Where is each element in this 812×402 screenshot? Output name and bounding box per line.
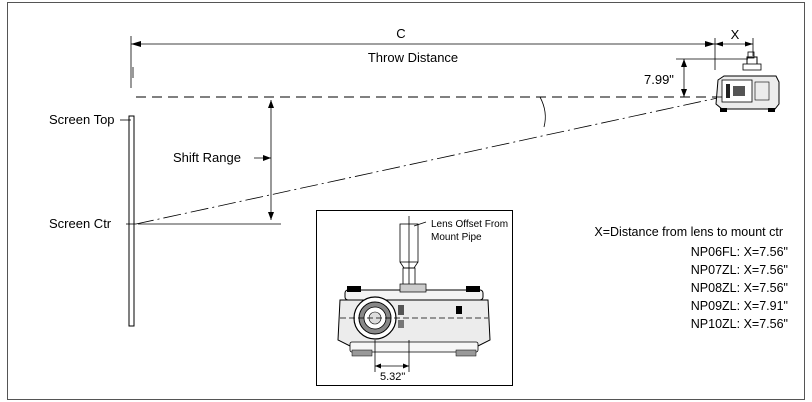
lens-offset-label-1: Lens Offset From: [431, 219, 508, 230]
angle-arc: [539, 96, 546, 128]
model-item: NP06FL: X=7.56": [691, 245, 788, 259]
screen-ctr-label: Screen Ctr: [49, 216, 112, 231]
inset-lens-offset: Lens Offset From Mount Pipe 5.32": [316, 210, 513, 386]
diagram-frame: [7, 2, 805, 400]
shift-range-dimension: Shift Range: [138, 100, 281, 225]
x-definition: X=Distance from lens to mount ctr: [594, 225, 783, 239]
projection-centerline: [135, 96, 723, 225]
model-item: NP09ZL: X=7.91": [691, 299, 788, 313]
throw-dimension: C Throw Distance: [130, 26, 716, 88]
vertical-offset-dimension: 7.99": [644, 58, 748, 97]
screen: Screen Top Screen Ctr: [49, 67, 136, 327]
model-item: NP10ZL: X=7.56": [691, 317, 788, 331]
lens-offset-label-2: Mount Pipe: [431, 232, 482, 243]
inset-offset-label: 5.32": [380, 371, 405, 383]
c-label: C: [396, 26, 405, 41]
x-label: X: [731, 27, 740, 42]
x-dimension: X: [715, 27, 754, 56]
projector-side-view: [715, 51, 780, 112]
model-item: NP07ZL: X=7.56": [691, 263, 788, 277]
throw-distance-label: Throw Distance: [368, 50, 458, 65]
shift-range-label: Shift Range: [173, 150, 241, 165]
model-list: X=Distance from lens to mount ctr NP06FL…: [594, 225, 788, 331]
projector-front-view: [337, 283, 491, 357]
model-item: NP08ZL: X=7.56": [691, 281, 788, 295]
offset-label: 7.99": [644, 72, 674, 87]
screen-top-label: Screen Top: [49, 112, 115, 127]
